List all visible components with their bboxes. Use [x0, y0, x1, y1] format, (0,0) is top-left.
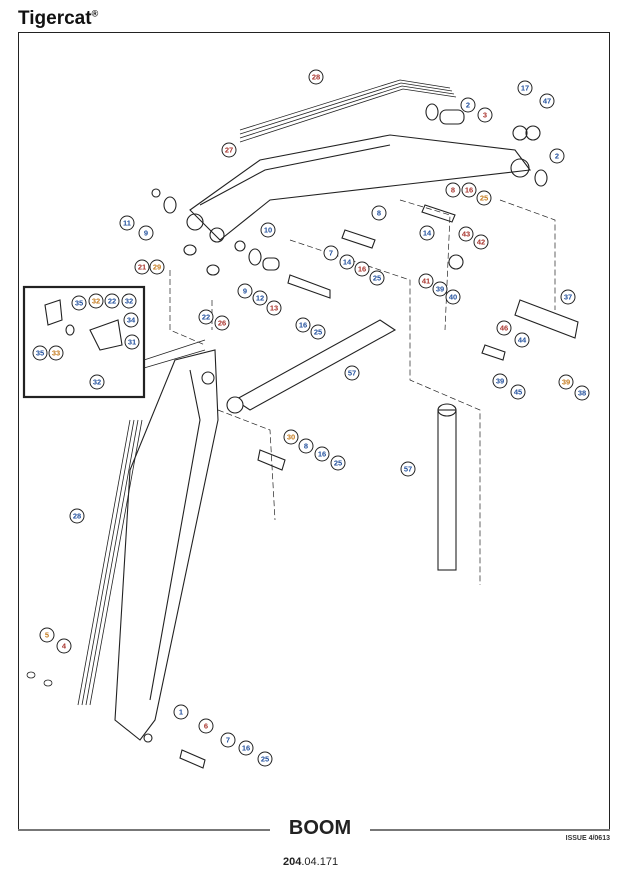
callout-16[interactable]: 16 — [238, 740, 254, 756]
callout-40[interactable]: 40 — [445, 289, 461, 305]
hose-bundle-top — [239, 79, 457, 143]
callout-43[interactable]: 43 — [458, 226, 474, 242]
issue-label: ISSUE 4/0613 — [565, 835, 610, 842]
callout-16[interactable]: 16 — [314, 446, 330, 462]
callout-3[interactable]: 3 — [477, 107, 493, 123]
callout-16[interactable]: 16 — [461, 182, 477, 198]
callout-14[interactable]: 14 — [419, 225, 435, 241]
callout-47[interactable]: 47 — [539, 93, 555, 109]
callout-41[interactable]: 41 — [418, 273, 434, 289]
callout-31[interactable]: 31 — [124, 334, 140, 350]
callout-10[interactable]: 10 — [260, 222, 276, 238]
callout-8[interactable]: 8 — [371, 205, 387, 221]
page-title: BOOM — [270, 817, 370, 840]
callout-25[interactable]: 25 — [310, 324, 326, 340]
stick-arm — [186, 134, 532, 243]
brand-mark: ® — [91, 8, 99, 19]
callout-25[interactable]: 25 — [330, 455, 346, 471]
callout-6[interactable]: 6 — [198, 718, 214, 734]
brand-logo: Tigercat® — [18, 8, 98, 30]
callout-32[interactable]: 32 — [89, 374, 105, 390]
page-number: 204.04.171 — [283, 856, 338, 868]
callout-35[interactable]: 35 — [32, 345, 48, 361]
callout-16[interactable]: 16 — [295, 317, 311, 333]
callout-25[interactable]: 25 — [257, 751, 273, 767]
footer-rule-left — [18, 829, 270, 831]
callout-28[interactable]: 28 — [308, 69, 324, 85]
callout-16[interactable]: 16 — [354, 261, 370, 277]
callout-33[interactable]: 33 — [48, 345, 64, 361]
callout-42[interactable]: 42 — [473, 234, 489, 250]
callout-8[interactable]: 8 — [445, 182, 461, 198]
callout-37[interactable]: 37 — [560, 289, 576, 305]
callout-28[interactable]: 28 — [69, 508, 85, 524]
boom-arm — [114, 349, 219, 743]
diagram-frame — [18, 32, 610, 830]
callout-38[interactable]: 38 — [574, 385, 590, 401]
guide-lines — [169, 199, 556, 585]
detail-inset — [22, 285, 206, 399]
callout-34[interactable]: 34 — [123, 312, 139, 328]
callout-22[interactable]: 22 — [198, 309, 214, 325]
callout-8[interactable]: 8 — [298, 438, 314, 454]
callout-1[interactable]: 1 — [173, 704, 189, 720]
callout-30[interactable]: 30 — [283, 429, 299, 445]
page-number-rest: .04.171 — [301, 856, 339, 868]
callout-2[interactable]: 2 — [549, 148, 565, 164]
callout-22[interactable]: 22 — [104, 293, 120, 309]
boom-cylinder — [226, 319, 397, 414]
pins-bushings — [151, 103, 579, 769]
stick-cylinder — [437, 403, 457, 571]
footer-rule-right — [352, 829, 610, 831]
callout-39[interactable]: 39 — [432, 281, 448, 297]
callout-25[interactable]: 25 — [369, 270, 385, 286]
callout-57[interactable]: 57 — [400, 461, 416, 477]
callout-17[interactable]: 17 — [517, 80, 533, 96]
callout-39[interactable]: 39 — [558, 374, 574, 390]
callout-45[interactable]: 45 — [510, 384, 526, 400]
callout-11[interactable]: 11 — [119, 215, 135, 231]
callout-5[interactable]: 5 — [39, 627, 55, 643]
callout-32[interactable]: 32 — [88, 293, 104, 309]
callout-29[interactable]: 29 — [149, 259, 165, 275]
callout-57[interactable]: 57 — [344, 365, 360, 381]
callout-25[interactable]: 25 — [476, 190, 492, 206]
callout-7[interactable]: 7 — [323, 245, 339, 261]
callout-35[interactable]: 35 — [71, 295, 87, 311]
callout-14[interactable]: 14 — [339, 254, 355, 270]
callout-12[interactable]: 12 — [252, 290, 268, 306]
callout-32[interactable]: 32 — [121, 293, 137, 309]
callout-9[interactable]: 9 — [237, 283, 253, 299]
hose-bundle-left — [26, 419, 143, 706]
callout-13[interactable]: 13 — [266, 300, 282, 316]
callout-9[interactable]: 9 — [138, 225, 154, 241]
brand-name: Tigercat — [18, 8, 92, 29]
callout-2[interactable]: 2 — [460, 97, 476, 113]
callout-4[interactable]: 4 — [56, 638, 72, 654]
callout-39[interactable]: 39 — [492, 373, 508, 389]
callout-27[interactable]: 27 — [221, 142, 237, 158]
page-number-section: 204 — [283, 856, 302, 868]
callout-7[interactable]: 7 — [220, 732, 236, 748]
callout-26[interactable]: 26 — [214, 315, 230, 331]
callout-46[interactable]: 46 — [496, 320, 512, 336]
callout-21[interactable]: 21 — [134, 259, 150, 275]
callout-44[interactable]: 44 — [514, 332, 530, 348]
